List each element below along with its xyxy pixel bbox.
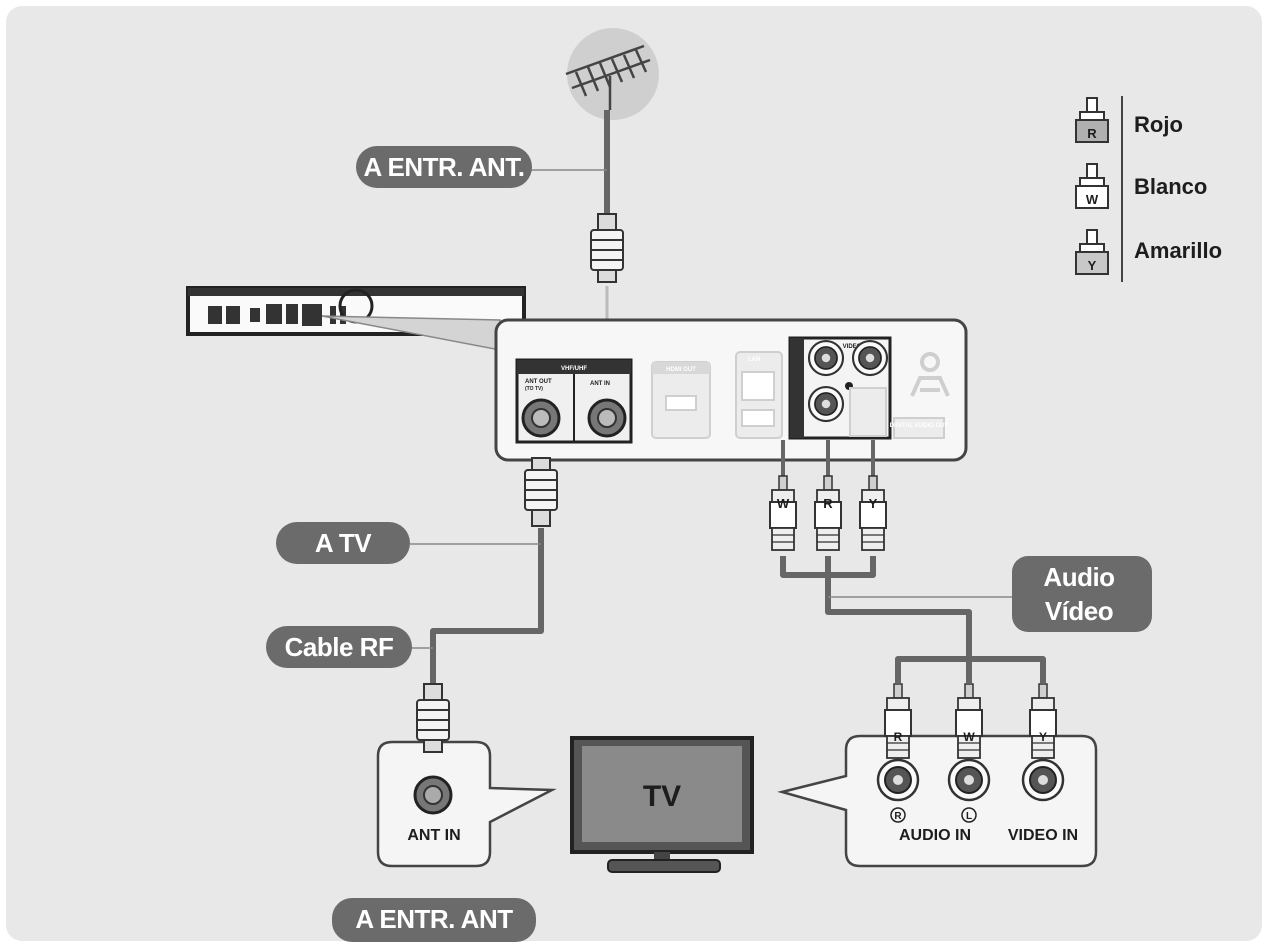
tv-av-input-panel: R L AUDIO IN VIDEO IN [777, 734, 1098, 868]
video-label: VIDEO [843, 344, 862, 350]
svg-text:Y: Y [869, 496, 878, 511]
antenna-icon [565, 28, 659, 120]
svg-text:Cable RF: Cable RF [285, 632, 394, 662]
svg-text:A TV: A TV [315, 528, 372, 558]
svg-text:Rojo: Rojo [1134, 112, 1183, 137]
svg-text:DIGITAL AUDIO OUT: DIGITAL AUDIO OUT [890, 423, 949, 429]
legend-yellow: Y Amarillo [1075, 229, 1222, 275]
tv-audio-left-jack [947, 758, 991, 802]
video-out-jack [851, 339, 889, 377]
player-back-panel: VHF/UHF ANT OUT (TO TV) ANT IN HDMI OUT … [494, 318, 968, 462]
background-panel [6, 6, 1262, 941]
tv-ant-in-label: ANT IN [407, 827, 460, 844]
label-rf-cable: Cable RF [266, 626, 412, 668]
svg-text:R: R [894, 730, 903, 744]
tv-rca-plugs: R W Y [884, 683, 1057, 759]
svg-text:LAN: LAN [748, 357, 760, 363]
tv-label: TV [643, 780, 681, 813]
power-icon [910, 352, 950, 397]
legend-red: R Rojo [1075, 97, 1183, 143]
tv-ant-in-panel: ANT IN [376, 740, 557, 868]
lan-port: LAN [735, 351, 783, 439]
ant-out-label: ANT OUT [525, 379, 552, 385]
svg-text:W: W [777, 496, 790, 511]
audio-left-jack [807, 339, 845, 377]
left-channel-mark: L [966, 811, 972, 822]
svg-text:Y: Y [1088, 258, 1097, 273]
digital-audio-out-port: DIGITAL AUDIO OUT [849, 387, 949, 439]
label-to-ant-in-top: A ENTR. ANT. [356, 146, 532, 188]
svg-text:W: W [963, 730, 975, 744]
video-in-label: VIDEO IN [1008, 827, 1078, 844]
svg-text:HDMI OUT: HDMI OUT [666, 367, 696, 373]
ant-in-label-player: ANT IN [590, 381, 610, 387]
svg-text:Y: Y [1039, 730, 1047, 744]
audio-right-jack [807, 385, 845, 423]
audio-video-cable [825, 556, 972, 659]
player-rear-view [186, 286, 526, 351]
svg-text:Blanco: Blanco [1134, 174, 1207, 199]
audio-in-label: AUDIO IN [899, 827, 971, 844]
svg-text:R: R [1087, 126, 1097, 141]
cables [430, 110, 1046, 684]
tv-icon: TV [570, 736, 754, 873]
label-to-ant-in-bottom: A ENTR. ANT [332, 898, 536, 942]
ant-out-sub-label: (TO TV) [525, 386, 543, 392]
tv-audio-right-jack [876, 758, 920, 802]
player-rca-plugs: W R Y [769, 440, 887, 551]
svg-text:R: R [823, 496, 833, 511]
svg-text:W: W [1086, 192, 1099, 207]
hdmi-out-port: HDMI OUT [651, 361, 711, 439]
label-to-tv: A TV [276, 522, 410, 564]
rf-cable [430, 528, 544, 684]
svg-text:Audio: Audio [1043, 562, 1114, 592]
ant-in-jack-player [587, 398, 627, 438]
svg-text:A ENTR. ANT: A ENTR. ANT [355, 904, 513, 934]
right-channel-mark: R [894, 811, 902, 822]
legend-white: W Blanco [1075, 163, 1207, 209]
svg-text:Vídeo: Vídeo [1045, 596, 1113, 626]
tv-video-in-jack [1021, 758, 1065, 802]
svg-text:Amarillo: Amarillo [1134, 238, 1222, 263]
svg-text:A ENTR. ANT.: A ENTR. ANT. [363, 152, 524, 182]
vhf-uhf-label: VHF/UHF [561, 366, 587, 372]
ant-out-jack [521, 398, 561, 438]
color-legend: R Rojo W Blanco Y Amarillo [1075, 96, 1222, 282]
label-audio-video: Audio Vídeo [1012, 556, 1152, 632]
